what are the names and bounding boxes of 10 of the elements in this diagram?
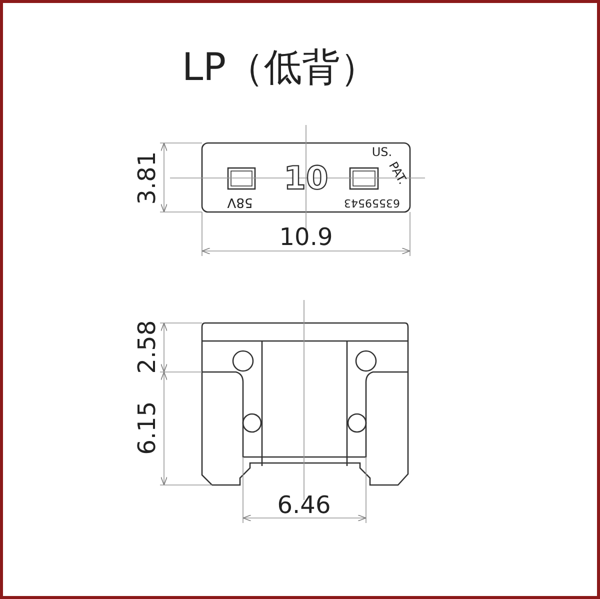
dimension-value: 6.46 — [277, 493, 331, 517]
dimension-value: 10.9 — [279, 225, 333, 249]
dimension-value: 6.15 — [135, 401, 159, 455]
dimension-value: 2.58 — [135, 320, 159, 374]
voltage-marking: 58V — [227, 196, 253, 208]
marking-text: US. — [372, 146, 392, 158]
fuse-rating: 10 — [284, 162, 328, 194]
dimension-value: 3.81 — [135, 151, 159, 205]
title: LP（低背） — [182, 48, 378, 86]
patent-number: 63559543 — [344, 198, 400, 208]
